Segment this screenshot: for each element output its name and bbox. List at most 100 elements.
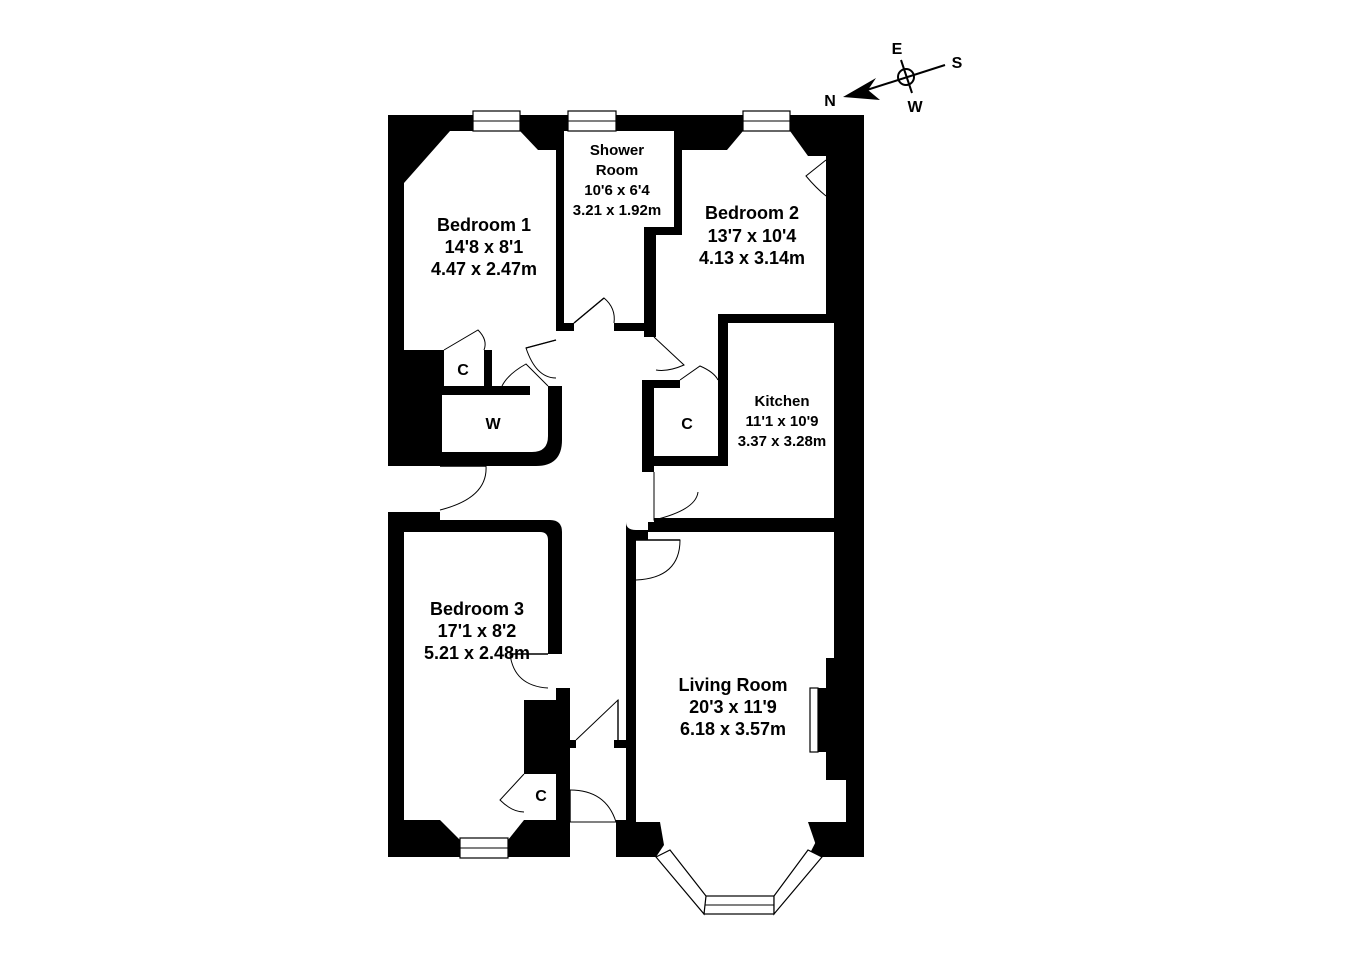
wall-hc-left [642, 380, 654, 472]
wall-shower-bottom-l [556, 323, 574, 331]
door-entrance [569, 789, 617, 823]
walls [388, 115, 864, 857]
door-bed2-c [805, 159, 827, 197]
wall-shower-right-low [644, 227, 656, 337]
compass-ring [897, 68, 915, 86]
wall-bed2-angle-l [682, 131, 743, 150]
wall-living-right [834, 528, 864, 658]
wall-bed1-angle-r [520, 115, 560, 150]
wall-bed2-right [826, 200, 864, 314]
room-bedroom3: Bedroom 3 17'1 x 8'2 5.21 x 2.48m [424, 599, 530, 663]
compass-cross [900, 59, 913, 94]
bedroom1-imperial: 14'8 x 8'1 [445, 237, 524, 257]
shower-imperial: 10'6 x 6'4 [584, 182, 650, 199]
bedroom3-metric: 5.21 x 2.48m [424, 643, 530, 663]
wall-c3-top [524, 766, 556, 774]
bedroom2-name: Bedroom 2 [705, 203, 799, 223]
room-kitchen: Kitchen 11'1 x 10'9 3.37 x 3.28m [738, 393, 826, 450]
north-arrow-icon [843, 78, 880, 100]
door-kitchen [653, 472, 699, 521]
bedroom3-imperial: 17'1 x 8'2 [438, 621, 517, 641]
wall-lobby-r [614, 740, 630, 748]
cupboard-bed1-label: C [457, 362, 469, 379]
wall-b3-left [388, 512, 404, 857]
compass-w: W [907, 99, 923, 116]
door-hc [679, 365, 719, 381]
bedroom1-metric: 4.47 x 2.47m [431, 259, 537, 279]
wall-hc-top [642, 380, 680, 388]
door-bed1 [525, 339, 557, 379]
wardrobe-label: W [485, 416, 501, 433]
door-lobby [575, 698, 619, 741]
living-name: Living Room [679, 675, 788, 695]
wall-b3-right-low [556, 688, 570, 857]
wall-living-left-full [626, 580, 636, 822]
door-shower [573, 297, 615, 324]
living-imperial: 20'3 x 11'9 [689, 697, 777, 717]
wall-bed1-angle [388, 115, 473, 183]
shower-name-2: Room [596, 162, 639, 179]
door-bed1-hall [439, 465, 487, 511]
wall-c1-left [436, 350, 444, 390]
bedroom1-name: Bedroom 1 [437, 215, 531, 235]
wall-c1-bottom [428, 386, 530, 395]
compass-e: E [892, 41, 903, 58]
cupboard-hall-label: C [681, 416, 693, 433]
wall-shower-bottom-r [614, 323, 656, 331]
kitchen-imperial: 11'1 x 10'9 [745, 413, 818, 430]
wall-left-bed1 [388, 131, 404, 368]
wall-kitchen-right [834, 314, 864, 534]
living-metric: 6.18 x 3.57m [680, 719, 786, 739]
wall-kitchen-left [718, 314, 728, 376]
storage-labels: C W C C C [457, 171, 844, 805]
wall-shower-step [644, 227, 682, 235]
windows [459, 110, 823, 916]
room-bedroom2: Bedroom 2 13'7 x 10'4 4.13 x 3.14m [699, 203, 805, 268]
room-living: Living Room 20'3 x 11'9 6.18 x 3.57m [679, 675, 788, 739]
wall-bed2-c [826, 156, 848, 200]
doors [439, 159, 827, 823]
bedroom2-metric: 4.13 x 3.14m [699, 248, 805, 268]
cupboard-bed2-label: C [832, 171, 844, 188]
window-living-bay-left [655, 849, 707, 916]
compass: N E S W [824, 41, 962, 116]
bedroom2-imperial: 13'7 x 10'4 [708, 226, 797, 246]
wall-hc-right [718, 372, 728, 464]
door-c1 [443, 329, 486, 351]
wall-c1-right [484, 350, 492, 390]
compass-n: N [824, 93, 836, 110]
room-shower: Shower Room 10'6 x 6'4 3.21 x 1.92m [573, 142, 661, 219]
wall-bay-corner-r [808, 822, 834, 857]
window-living-fireplace [809, 687, 819, 753]
wall-bed2-bottom [718, 314, 864, 323]
window-living-bay-right [773, 849, 823, 916]
wall-shower-right-top [674, 131, 682, 227]
cupboard-bed3-label: C [535, 788, 547, 805]
wall-w-left [428, 386, 442, 466]
wall-living-chimney [808, 658, 864, 857]
compass-s: S [952, 55, 963, 72]
door-c3 [499, 773, 525, 813]
wall-b3-chimney [524, 700, 556, 766]
door-bed2 [653, 336, 685, 371]
wall-bed2-angle-r [790, 131, 848, 156]
wall-b3-top-r [388, 520, 562, 820]
kitchen-name: Kitchen [754, 393, 809, 410]
bedroom3-name: Bedroom 3 [430, 599, 524, 619]
wall-w-right [428, 386, 562, 466]
door-wardrobe [501, 363, 549, 387]
wall-b3-bottom-r [508, 820, 570, 857]
wall-top-right [790, 115, 864, 131]
wall-entrance-r [616, 820, 626, 857]
wall-lobby-l [556, 740, 576, 748]
door-living [635, 539, 681, 581]
shower-metric: 3.21 x 1.92m [573, 202, 661, 219]
room-bedroom1: Bedroom 1 14'8 x 8'1 4.47 x 2.47m [431, 215, 537, 279]
wall-living-bay-l [616, 822, 664, 857]
shower-name-1: Shower [590, 142, 644, 159]
wall-living-top [648, 522, 864, 532]
wall-top-mid2 [616, 115, 743, 131]
wall-bed1-chamfer [388, 350, 428, 466]
wall-hc-bottom [642, 456, 728, 466]
